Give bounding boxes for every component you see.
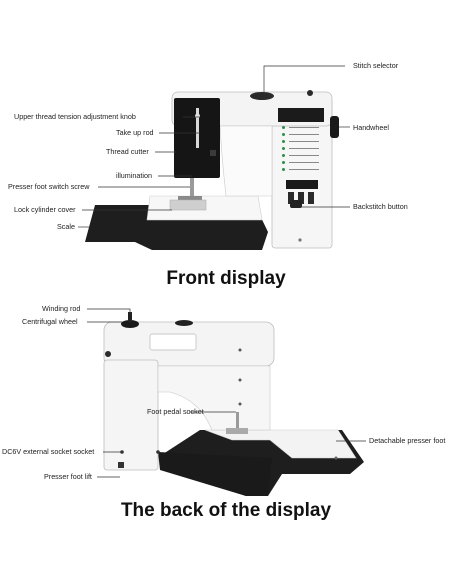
back-display-heading: The back of the display (120, 500, 332, 521)
front-leader-lines (78, 65, 350, 228)
label-take-up-rod: Take up rod (116, 128, 154, 137)
back-leader-lines (87, 308, 366, 478)
back-sewing-machine (103, 312, 364, 496)
back-foot-pedal-socket (156, 450, 160, 454)
back-presser-foot-lift (118, 462, 124, 468)
label-presser-foot-switch-screw: Presser foot switch screw (8, 182, 90, 191)
label-illumination: illumination (116, 171, 152, 180)
label-dc6v-socket: DC6V external socket socket (2, 447, 95, 456)
back-centrifugal-wheel (121, 320, 139, 328)
label-winding-rod: Winding rod (42, 304, 81, 313)
back-winding-rod (128, 312, 132, 322)
front-display-heading: Front display (166, 268, 286, 289)
label-thread-cutter: Thread cutter (106, 147, 149, 156)
label-backstitch-button: Backstitch button (353, 202, 408, 211)
label-detachable-presser-foot: Detachable presser foot (369, 436, 446, 445)
label-stitch-selector: Stitch selector (353, 61, 399, 70)
back-body-column (103, 359, 159, 471)
front-backstitch-button (290, 200, 302, 208)
front-sewing-machine (85, 90, 339, 250)
label-scale: Scale (57, 222, 75, 231)
label-lock-cylinder-cover: Lock cylinder cover (14, 205, 76, 214)
front-handwheel (330, 116, 339, 138)
label-presser-foot-lift: Presser foot lift (44, 472, 92, 481)
label-centrifugal-wheel: Centrifugal wheel (22, 317, 78, 326)
label-foot-pedal-socket: Foot pedal socket (147, 407, 204, 416)
label-upper-thread-tension: Upper thread tension adjustment knob (14, 112, 136, 121)
front-stitch-selector-knob (250, 92, 274, 100)
label-handwheel: Handwheel (353, 123, 389, 132)
